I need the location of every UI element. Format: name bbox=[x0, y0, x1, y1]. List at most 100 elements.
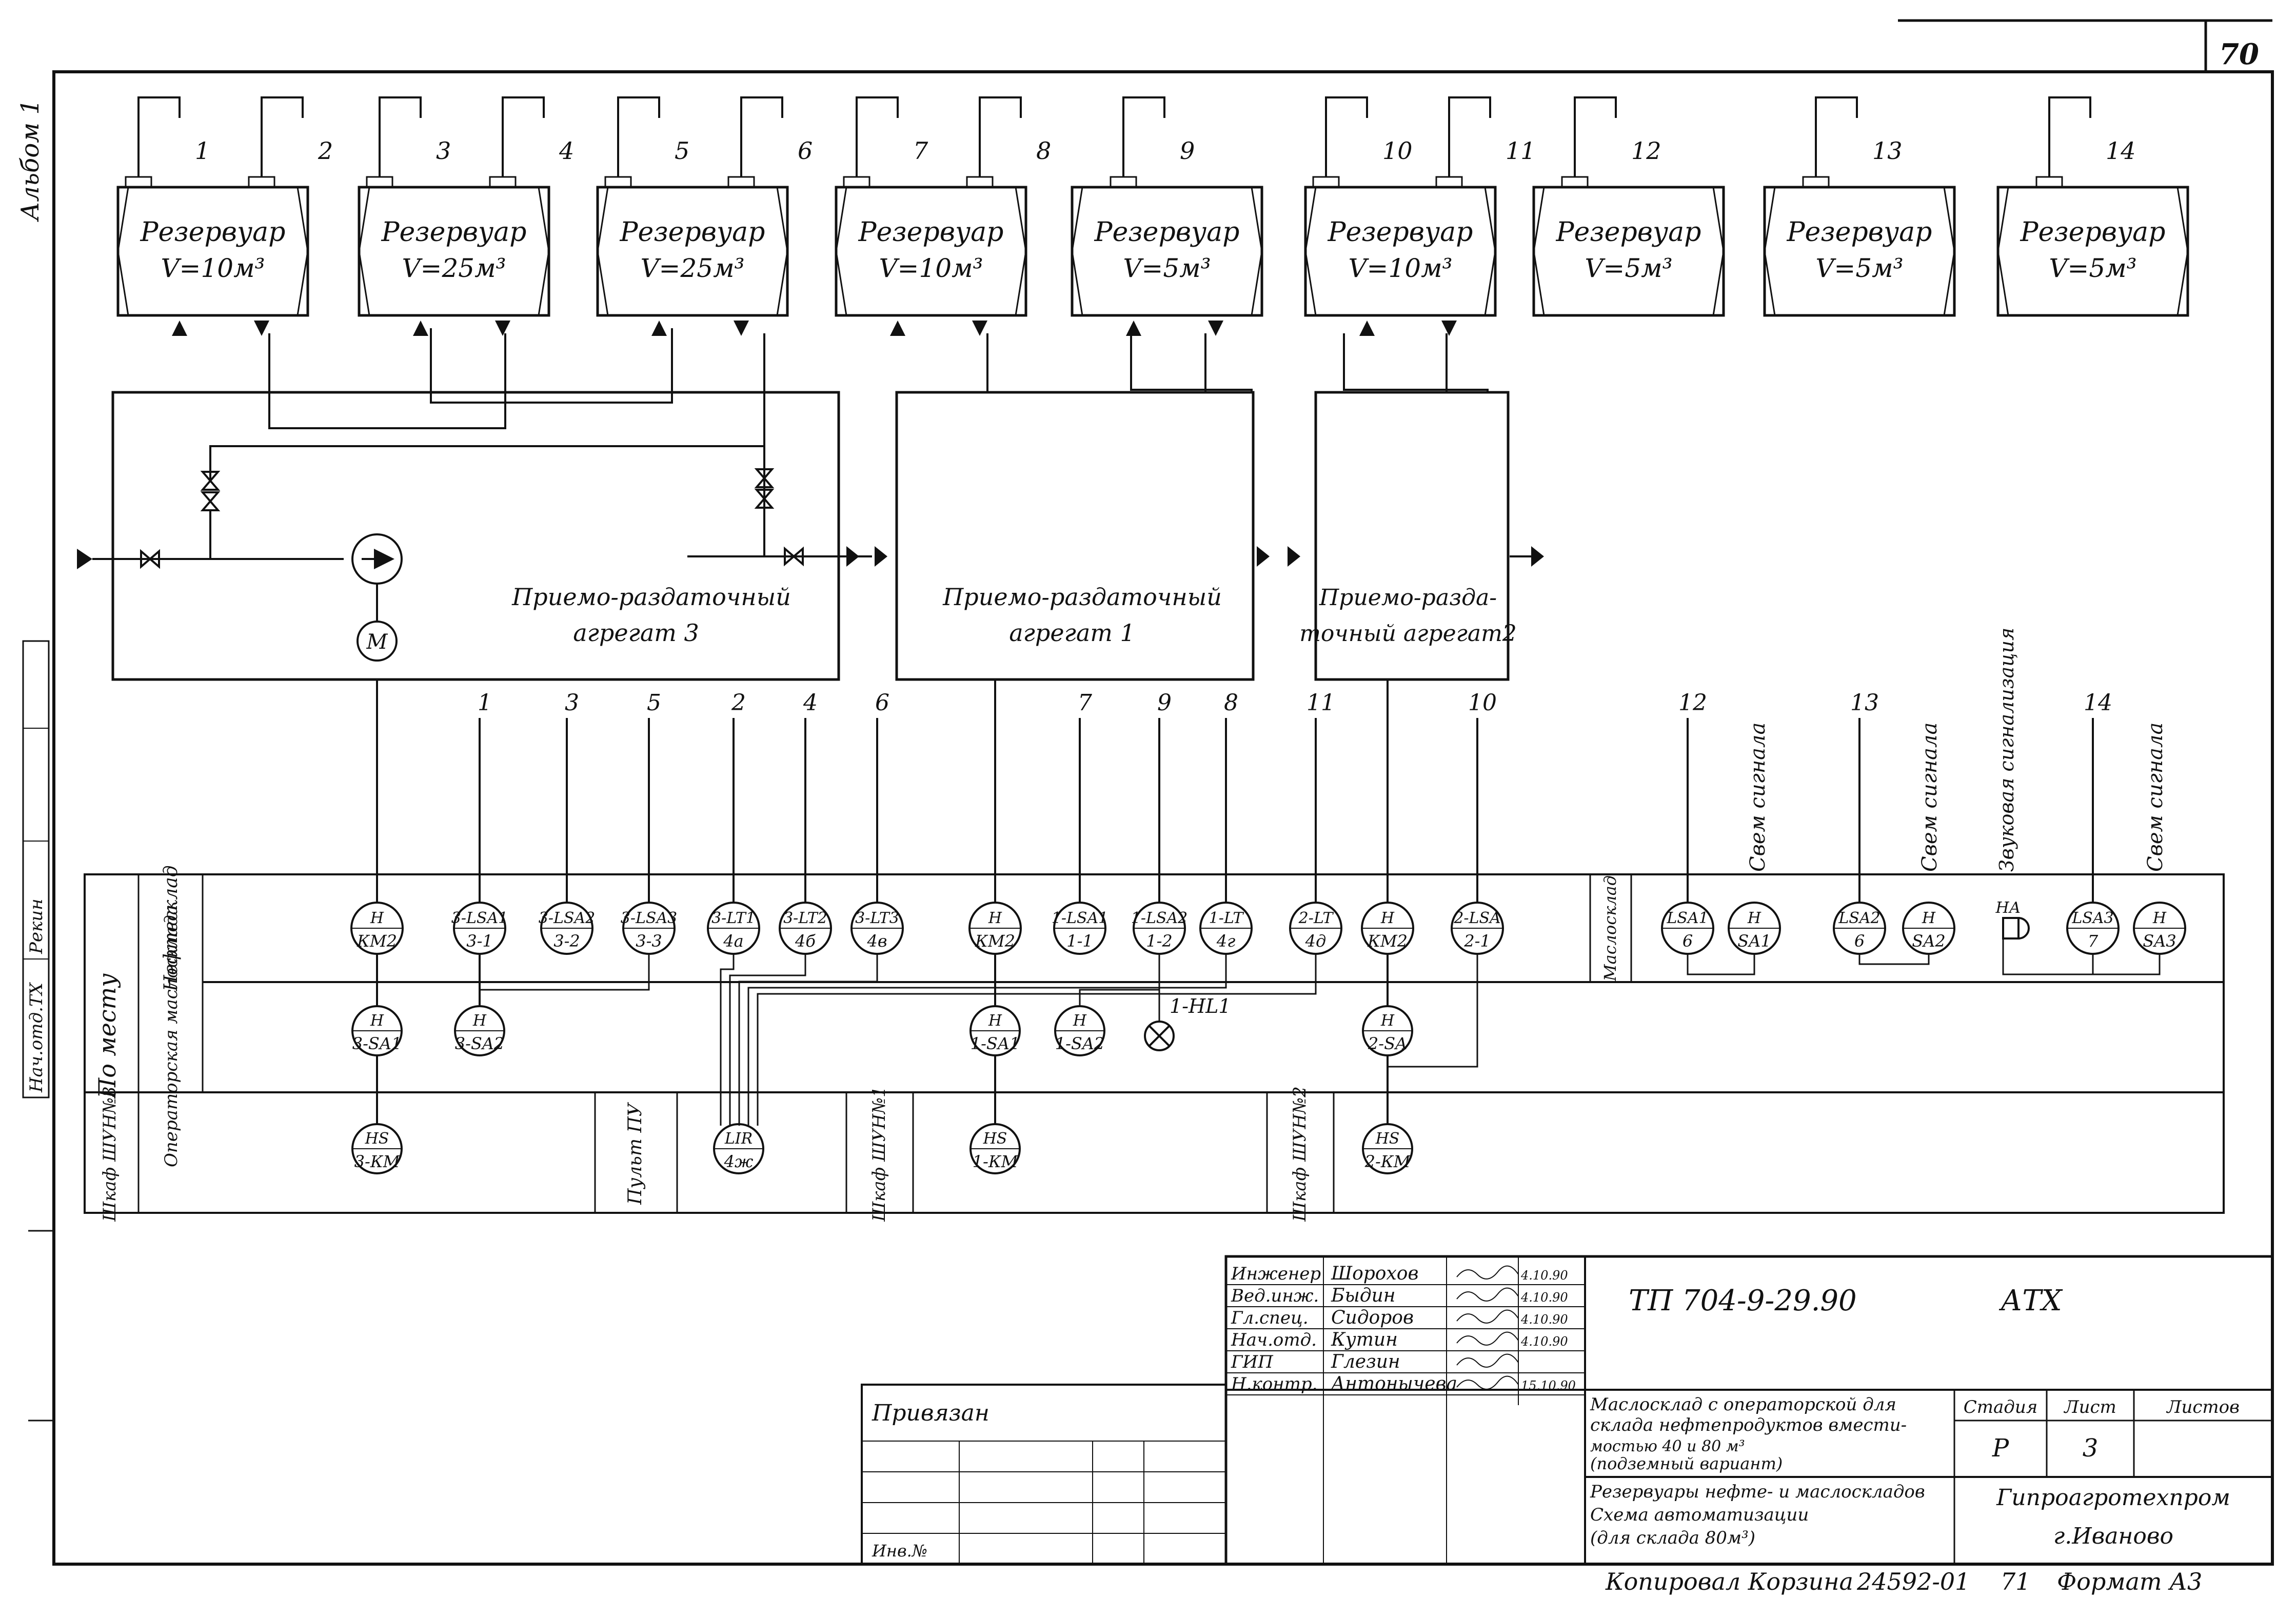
line-number: 3 bbox=[565, 690, 579, 716]
instrument-tag: 3-LT2 bbox=[783, 909, 827, 927]
tank-volume: V=5м³ bbox=[1123, 253, 1211, 283]
tank-body bbox=[835, 186, 1027, 317]
tank-body bbox=[1532, 186, 1725, 317]
instrument-position: 4д bbox=[1305, 931, 1327, 951]
signer-role: Н.контр. bbox=[1231, 1374, 1317, 1394]
instrument-tag: HS bbox=[983, 1130, 1007, 1148]
instrument-local: 3-LSA3 3-3 bbox=[621, 902, 677, 955]
motor-label: M bbox=[366, 630, 388, 654]
instrument-position: КМ2 bbox=[357, 931, 397, 951]
doc-code: ТП 704-9-29.90 bbox=[1629, 1284, 1857, 1317]
tank-volume: V=10м³ bbox=[879, 253, 983, 283]
instrument-tag: H bbox=[1380, 1012, 1395, 1030]
instrument-position: 1-SA2 bbox=[1055, 1034, 1105, 1053]
instrument-cabinet: HS2-КМ bbox=[1362, 1123, 1413, 1174]
motor-icon bbox=[357, 621, 398, 662]
instrument-position: 3-3 bbox=[636, 931, 662, 951]
signature-icon bbox=[1456, 1265, 1519, 1280]
tank-title: Резервуар bbox=[858, 217, 1004, 248]
level-signal-bus bbox=[729, 954, 806, 1126]
instrument-position: 1-2 bbox=[1146, 931, 1173, 951]
signer-role: ГИП bbox=[1231, 1352, 1274, 1372]
tank-title: Резервуар bbox=[2020, 217, 2166, 248]
tank-nozzle bbox=[1110, 176, 1137, 188]
tank-title: Резервуар bbox=[140, 217, 286, 248]
instrument-position: 4г bbox=[1216, 931, 1236, 951]
footer-format: Формат А3 bbox=[2057, 1568, 2202, 1595]
instrument-position: 6 bbox=[1854, 931, 1865, 951]
nozzle-number: 1 bbox=[195, 137, 210, 165]
tank-volume: V=10м³ bbox=[161, 253, 265, 283]
instrument-position: 1-КМ bbox=[973, 1152, 1019, 1171]
description-line2: склада нефтепродуктов вмести- bbox=[1590, 1415, 1907, 1435]
instrument-table bbox=[84, 873, 2225, 1214]
outlet-arrow-icon bbox=[1441, 321, 1457, 336]
signer-name: Быдин bbox=[1331, 1285, 1396, 1306]
unit-3-label-line1: Приемо-раздаточный bbox=[511, 583, 791, 611]
nozzle-number: 12 bbox=[1631, 137, 1661, 165]
instrument-position: SA1 bbox=[1737, 931, 1771, 951]
tank-volume: V=5м³ bbox=[1815, 253, 1903, 283]
tank-title: Резервуар bbox=[620, 217, 765, 248]
instrument-tag: 2-LT bbox=[1298, 909, 1334, 927]
tank-title: Резервуар bbox=[381, 217, 527, 248]
instrument-position: 6 bbox=[1683, 931, 1693, 951]
level-signal-bus bbox=[738, 954, 878, 1126]
instrument-tag: HS bbox=[1375, 1130, 1400, 1148]
instrument-tag: 3-LSA3 bbox=[621, 909, 677, 927]
tank-title: Резервуар bbox=[1328, 217, 1473, 248]
instrument-position: 3-SA2 bbox=[455, 1034, 505, 1053]
valve-icon bbox=[200, 491, 221, 511]
tank-title: Резервуар bbox=[1787, 217, 1932, 248]
tank-nozzle bbox=[1802, 176, 1830, 188]
signer-name: Сидоров bbox=[1331, 1307, 1414, 1328]
instrument-tag: LSA3 bbox=[2071, 909, 2113, 927]
valve-icon bbox=[754, 468, 775, 488]
unit-1-label-line2: агрегат 1 bbox=[1009, 619, 1135, 647]
tank-nozzle bbox=[248, 176, 275, 188]
instrument-tag: 1-LSA1 bbox=[1052, 909, 1108, 927]
signer-date: 4.10.90 bbox=[1520, 1312, 1568, 1327]
instrument-position: 4б bbox=[795, 931, 816, 951]
instrument-tag: 1-LT bbox=[1209, 909, 1244, 927]
instrument-tag: H bbox=[472, 1012, 487, 1030]
instrument-position: SA2 bbox=[1912, 931, 1945, 951]
tank-body bbox=[1763, 186, 1956, 317]
signer-date: 4.10.90 bbox=[1520, 1334, 1568, 1349]
instrument-tag: H bbox=[1073, 1012, 1087, 1030]
tank-body bbox=[358, 186, 550, 317]
instrument-operator: H 3-SA2 bbox=[454, 1005, 505, 1056]
tank-nozzle bbox=[1312, 176, 1340, 188]
instrument-tag: 3-LT1 bbox=[711, 909, 756, 927]
signature-icon bbox=[1456, 1309, 1519, 1324]
unit-2-box bbox=[1314, 391, 1510, 681]
signature-icon bbox=[1456, 1287, 1519, 1302]
signer-name: Кутин bbox=[1331, 1329, 1398, 1350]
process-units: M Приемо-раздаточный агрегат 3 Приемо-ра… bbox=[77, 328, 1544, 681]
line-number: 5 bbox=[647, 690, 661, 716]
instrument-position: КМ2 bbox=[975, 931, 1015, 951]
line-number: 13 bbox=[1850, 690, 1879, 716]
valve-icon bbox=[200, 471, 221, 491]
instrument-position: 3-SA1 bbox=[352, 1034, 402, 1053]
unit-3-label-line2: агрегат 3 bbox=[573, 619, 699, 647]
instrument-tag: LSA2 bbox=[1838, 909, 1880, 927]
lamp-icon: 1-HL1 bbox=[1144, 954, 1231, 1051]
tank-nozzle bbox=[843, 176, 870, 188]
stamp-dept: Нач.отд.ТХ bbox=[26, 982, 47, 1093]
outlet-arrow-icon bbox=[1531, 546, 1544, 567]
signer-date: 15.10.90 bbox=[1521, 1378, 1576, 1393]
sheets-label: Листов bbox=[2166, 1397, 2240, 1417]
stage-label: Стадия bbox=[1964, 1397, 2037, 1417]
level-signal-bus bbox=[720, 954, 735, 1126]
